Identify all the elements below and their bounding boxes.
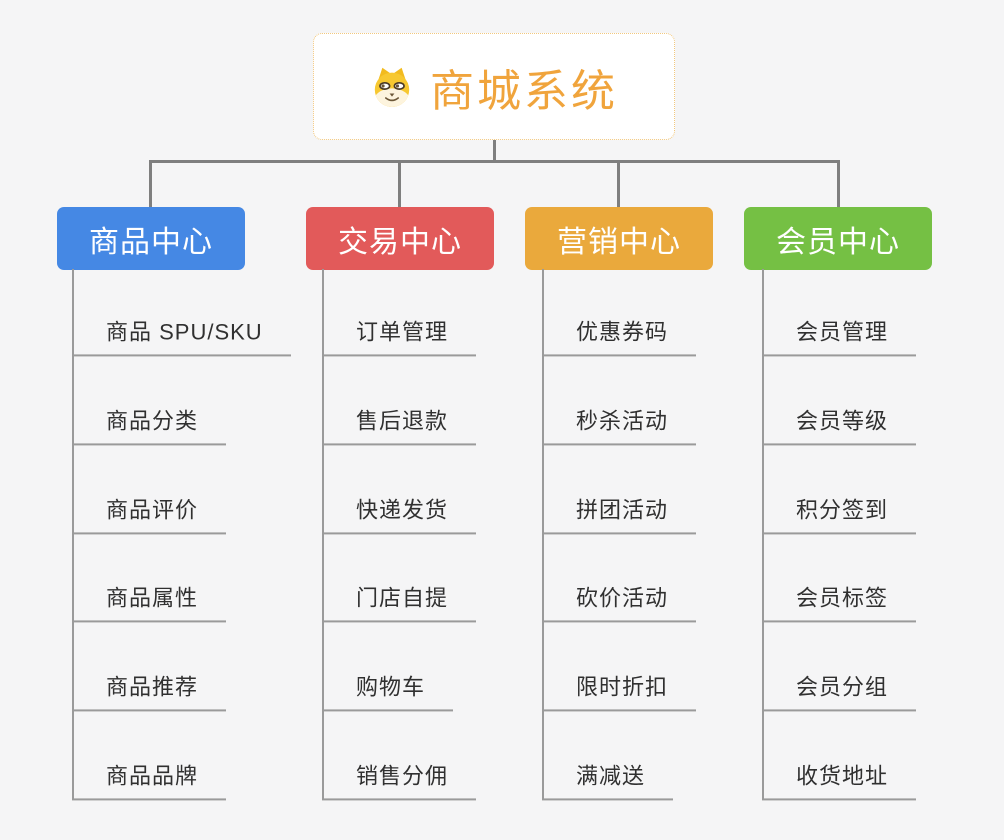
leaf-node[interactable]: 拼团活动 bbox=[542, 496, 697, 534]
leaf-node[interactable]: 秒杀活动 bbox=[542, 407, 697, 445]
leaf-node[interactable]: 门店自提 bbox=[322, 584, 477, 622]
horizontal-connector-line bbox=[149, 160, 840, 163]
branch-trunk-line bbox=[542, 269, 544, 800]
branch-trunk-line bbox=[762, 269, 764, 800]
branch-trunk-line bbox=[72, 269, 74, 800]
leaf-node[interactable]: 商品属性 bbox=[72, 584, 227, 622]
branch-trunk-line bbox=[322, 269, 324, 800]
leaf-node[interactable]: 会员分组 bbox=[762, 673, 917, 711]
leaf-node[interactable]: 商品推荐 bbox=[72, 673, 227, 711]
branch-node-member-center[interactable]: 会员中心 bbox=[744, 207, 932, 270]
leaf-node[interactable]: 满减送 bbox=[542, 762, 674, 800]
leaf-node[interactable]: 砍价活动 bbox=[542, 584, 697, 622]
leaf-node[interactable]: 商品品牌 bbox=[72, 762, 227, 800]
leaf-node[interactable]: 订单管理 bbox=[322, 318, 477, 356]
leaf-node[interactable]: 优惠券码 bbox=[542, 318, 697, 356]
leaf-node[interactable]: 会员标签 bbox=[762, 584, 917, 622]
leaf-node[interactable]: 收货地址 bbox=[762, 762, 917, 800]
leaf-node[interactable]: 商品评价 bbox=[72, 496, 227, 534]
leaf-node[interactable]: 积分签到 bbox=[762, 496, 917, 534]
leaf-node[interactable]: 快递发货 bbox=[322, 496, 477, 534]
root-title: 商城系统 bbox=[430, 66, 618, 116]
root-connector-line bbox=[493, 139, 496, 163]
leaf-node[interactable]: 商品 SPU/SKU bbox=[72, 318, 291, 356]
branch-node-marketing-center[interactable]: 营销中心 bbox=[525, 207, 713, 270]
branch-node-product-center[interactable]: 商品中心 bbox=[57, 207, 245, 270]
leaf-node[interactable]: 会员管理 bbox=[762, 318, 917, 356]
leaf-node[interactable]: 商品分类 bbox=[72, 407, 227, 445]
leaf-node[interactable]: 销售分佣 bbox=[322, 762, 477, 800]
connector-drop-line bbox=[617, 160, 620, 208]
leaf-node[interactable]: 购物车 bbox=[322, 673, 454, 711]
branch-node-trade-center[interactable]: 交易中心 bbox=[306, 207, 494, 270]
leaf-node[interactable]: 售后退款 bbox=[322, 407, 477, 445]
connector-drop-line bbox=[149, 160, 152, 208]
connector-drop-line bbox=[837, 160, 840, 208]
doge-icon bbox=[374, 67, 410, 107]
connector-drop-line bbox=[398, 160, 401, 208]
leaf-node[interactable]: 限时折扣 bbox=[542, 673, 697, 711]
leaf-node[interactable]: 会员等级 bbox=[762, 407, 917, 445]
root-node[interactable]: 商城系统 bbox=[313, 33, 675, 140]
